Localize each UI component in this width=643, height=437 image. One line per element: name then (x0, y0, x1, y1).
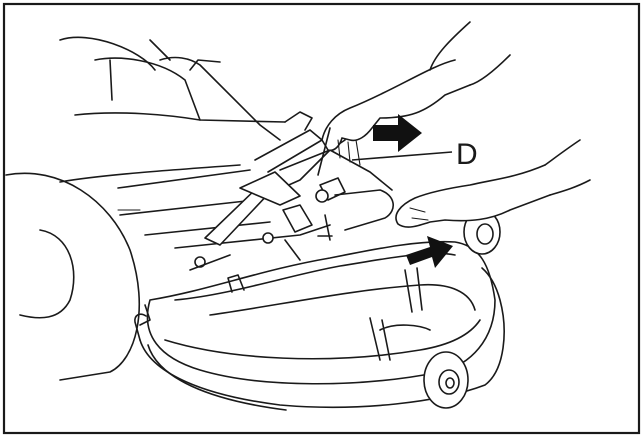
hand-upper (317, 21, 511, 176)
pull-arrow-lower (406, 236, 453, 268)
callout-label-d: D (456, 138, 478, 171)
rear-wheel (5, 172, 141, 381)
callout-leader-line (351, 151, 453, 161)
mower-deck (139, 240, 496, 385)
pull-arrow-upper (373, 114, 422, 152)
lift-linkage (119, 129, 394, 271)
gauge-wheel-rear (423, 351, 469, 409)
hand-lower (395, 139, 591, 228)
tractor-body (59, 36, 313, 189)
